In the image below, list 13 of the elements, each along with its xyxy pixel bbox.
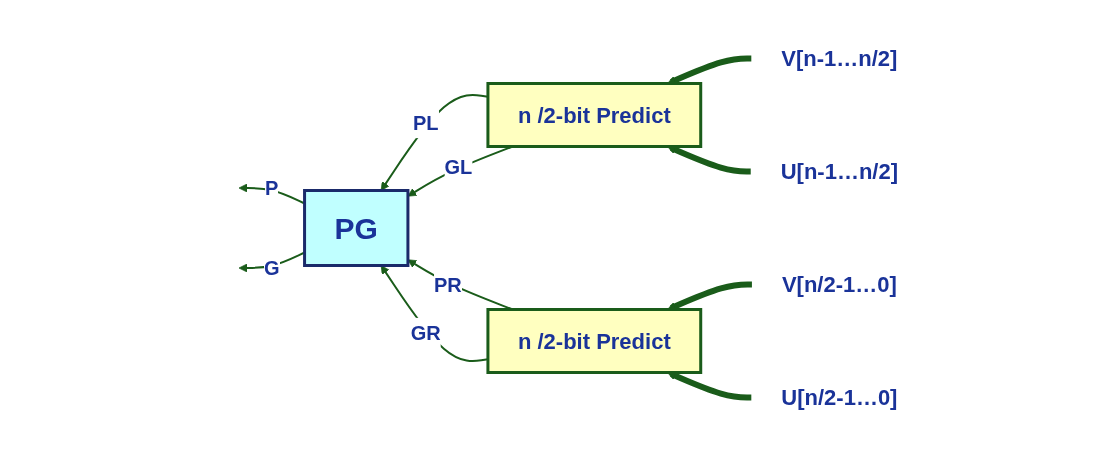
edge-label: P bbox=[265, 177, 279, 199]
node-text: U[n-1…n/2] bbox=[780, 159, 899, 184]
node-box: n /2-bit Predict bbox=[486, 82, 703, 148]
edge-label: GL bbox=[444, 156, 473, 179]
node-text: V[n/2-1…0] bbox=[781, 272, 897, 297]
node-text: U[n/2-1…0] bbox=[781, 385, 898, 410]
edge-label: G bbox=[263, 257, 280, 279]
node-box: n /2-bit Predict bbox=[486, 308, 703, 374]
edge-label: GR bbox=[410, 321, 441, 344]
node-box: PG bbox=[303, 189, 410, 267]
node-text: V[n-1…n/2] bbox=[781, 46, 898, 71]
edge-label: PL bbox=[412, 112, 439, 135]
edge-label: PR bbox=[433, 273, 462, 296]
